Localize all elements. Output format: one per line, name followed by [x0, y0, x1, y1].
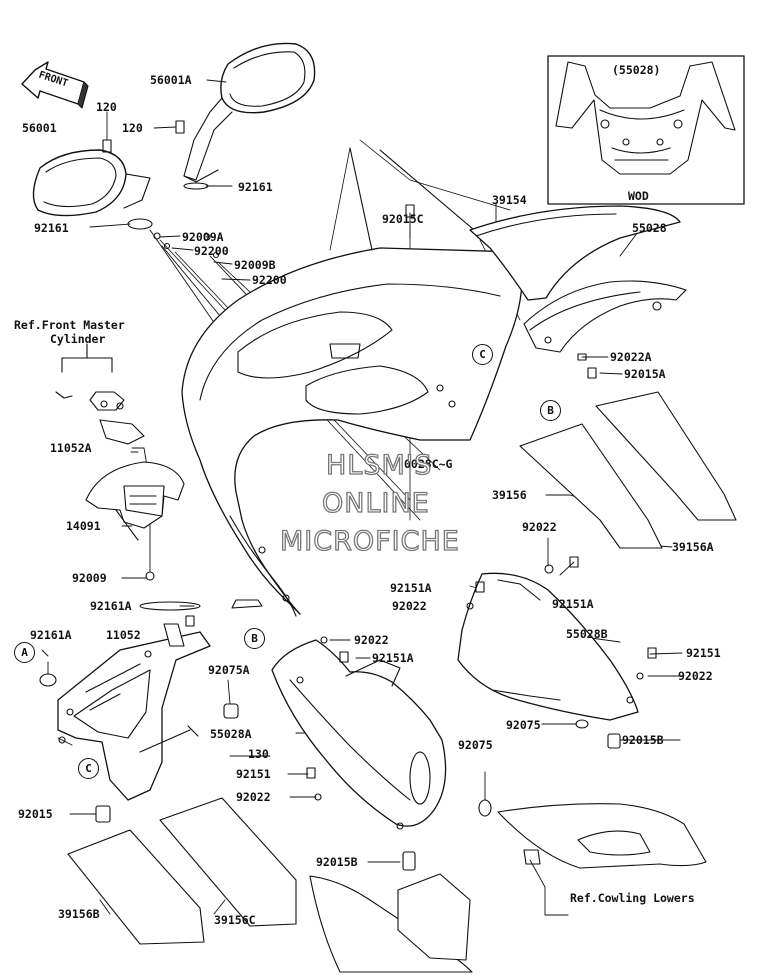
- label-92015b-right: 92015B: [622, 733, 664, 747]
- inner-bracket-55028: [523, 280, 687, 353]
- label-92075-a: 92075: [506, 718, 541, 732]
- label-92151a-b: 92151A: [552, 597, 594, 611]
- label-92200-b: 92200: [252, 273, 287, 287]
- bracket-14091: [85, 461, 185, 581]
- label-92151-a: 92151: [686, 646, 721, 660]
- label-92022-a: 92022: [522, 520, 557, 534]
- wod-part-label: (55028): [612, 63, 661, 77]
- wod-caption: WOD: [628, 189, 649, 203]
- label-92022-b: 92022: [392, 599, 427, 613]
- label-55028b: 55028B: [566, 627, 608, 641]
- callout-b-left: B: [244, 628, 265, 649]
- label-92200-a: 92200: [194, 244, 229, 258]
- label-56001a: 56001A: [150, 73, 192, 87]
- grommets: [39, 673, 621, 871]
- label-11052: 11052: [106, 628, 141, 642]
- label-92075a: 92075A: [208, 663, 250, 677]
- callout-c-bottom: C: [78, 758, 99, 779]
- mirror-right: [183, 42, 316, 190]
- label-92022a: 92022A: [610, 350, 652, 364]
- windshield: [469, 205, 681, 301]
- side-panel-55028a: [271, 639, 447, 830]
- label-56001: 56001: [22, 121, 57, 135]
- side-panel-55028b: [457, 572, 639, 721]
- label-92161-a: 92161: [238, 180, 273, 194]
- mirror-left: [32, 149, 153, 230]
- wod-inset-box: [547, 55, 745, 205]
- lower-cowling: [309, 803, 707, 973]
- label-92151a-a: 92151A: [390, 581, 432, 595]
- watermark-line2: ONLINE: [321, 488, 430, 519]
- label-92022-c: 92022: [354, 633, 389, 647]
- label-55028a: 55028A: [210, 727, 252, 741]
- label-92161a: 92161A: [30, 628, 72, 642]
- label-92009b: 92009B: [234, 258, 276, 272]
- ref-front-master-line2: Cylinder: [50, 332, 106, 346]
- master-cylinder-hardware: [55, 343, 145, 445]
- wod-cowl-bracket: [555, 61, 736, 175]
- label-92151a-c: 92151A: [372, 651, 414, 665]
- front-arrow-icon: [21, 61, 89, 109]
- watermark-line3: MICROFICHE: [279, 526, 460, 557]
- label-39154: 39154: [492, 193, 527, 207]
- label-39156a: 39156A: [672, 540, 714, 554]
- label-39156: 39156: [492, 488, 527, 502]
- label-92009a: 92009A: [182, 230, 224, 244]
- label-120-a: 120: [96, 100, 117, 114]
- callout-a: A: [14, 642, 35, 663]
- label-130: 130: [248, 747, 269, 761]
- label-39156c: 39156C: [214, 913, 256, 927]
- upper-cowling: [181, 147, 523, 617]
- callout-c-top: C: [472, 344, 493, 365]
- label-92009: 92009: [72, 571, 107, 585]
- ref-cowling-lowers: Ref.Cowling Lowers: [570, 891, 695, 905]
- insulation-sheets: [67, 391, 737, 945]
- label-120-b: 120: [122, 121, 143, 135]
- label-92015: 92015: [18, 807, 53, 821]
- watermark-line1: HLSM'S: [325, 450, 433, 481]
- label-92161-b: 92161: [34, 221, 69, 235]
- label-55028: 55028: [632, 221, 667, 235]
- label-92075-b: 92075: [458, 738, 493, 752]
- label-11052a: 11052A: [50, 441, 92, 455]
- label-obscured-92028: 0028C~G: [404, 457, 453, 471]
- label-92015c: 92015C: [382, 212, 424, 226]
- fasteners: [139, 204, 657, 801]
- label-92161a-top: 92161A: [90, 599, 132, 613]
- label-92022-e: 92022: [236, 790, 271, 804]
- label-92022-d: 92022: [678, 669, 713, 683]
- callout-b-top: B: [540, 400, 561, 421]
- frame-bracket-11052: [57, 601, 211, 801]
- label-92015b: 92015B: [316, 855, 358, 869]
- label-92015a: 92015A: [624, 367, 666, 381]
- label-92151-b: 92151: [236, 767, 271, 781]
- label-39156b: 39156B: [58, 907, 100, 921]
- label-14091: 14091: [66, 519, 101, 533]
- ref-front-master-line1: Ref.Front Master: [14, 318, 125, 332]
